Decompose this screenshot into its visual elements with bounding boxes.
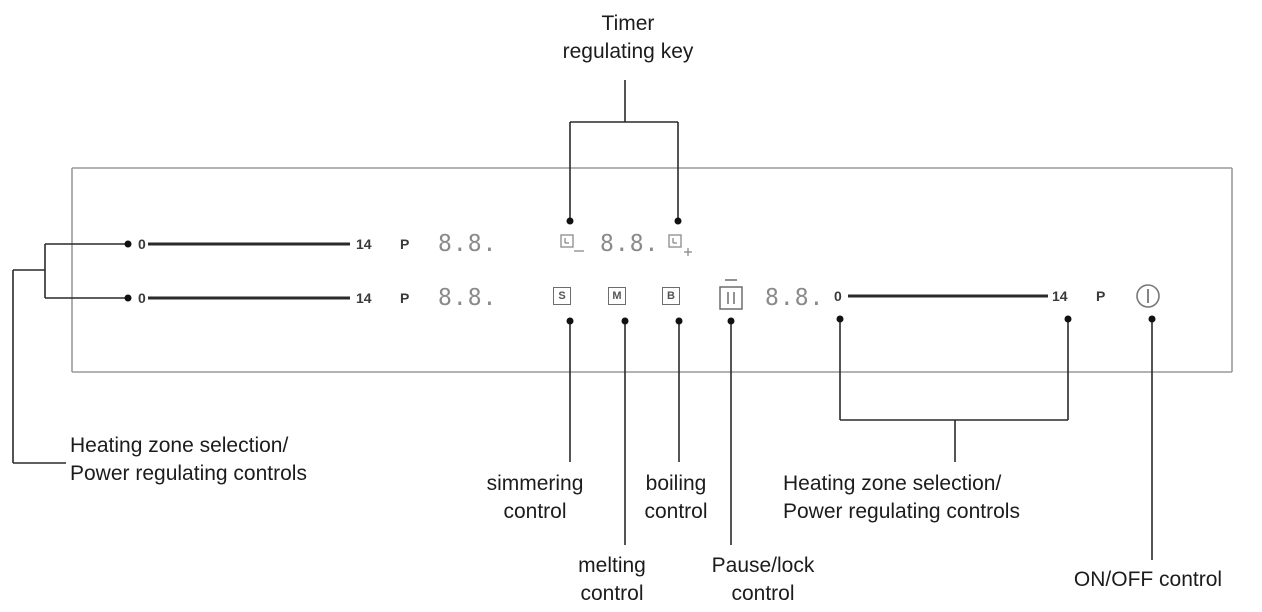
callout-dot (124, 294, 132, 302)
melting-label: melting control (578, 552, 646, 608)
boiling-label-line1: boiling (645, 472, 707, 495)
onoff-label: ON/OFF control (1073, 568, 1223, 591)
right-zone-label-line1: Heating zone selection/ (783, 472, 1002, 495)
slider-3-min: 0 (834, 288, 842, 304)
callout-dot (674, 217, 682, 225)
slider-2-min: 0 (138, 290, 146, 306)
simmer-key[interactable]: S (553, 287, 571, 305)
pause-lock-label-line2: control (731, 582, 795, 605)
zone-2-display: 8.8. (438, 285, 498, 311)
right-zone-label-line2: Power regulating controls (783, 500, 1020, 523)
function-key-callouts (569, 322, 732, 545)
slider-2-power-boost[interactable]: P (400, 290, 410, 306)
boiling-label-line2: control (644, 500, 708, 523)
slider-2-max: 14 (356, 290, 372, 306)
timer-display: 8.8. (600, 231, 660, 257)
melting-label-line1: melting (578, 554, 646, 577)
pause-lock-icon (719, 279, 743, 310)
timer-label-line1: Timer (601, 12, 655, 35)
right-zone-label: Heating zone selection/ Power regulating… (783, 470, 1020, 526)
left-zone-callout (12, 243, 126, 464)
slider-3-power-boost[interactable]: P (1096, 288, 1106, 304)
slider-3-max: 14 (1052, 288, 1068, 304)
control-panel-outline (71, 167, 1233, 373)
callout-dot (727, 317, 735, 325)
slider-tracks (148, 242, 1048, 300)
simmering-label-line2: control (503, 500, 567, 523)
zone-1-display: 8.8. (438, 231, 498, 257)
zone-3-display: 8.8. (765, 285, 825, 311)
left-zone-label-line2: Power regulating controls (70, 462, 307, 485)
pause-lock-label-line1: Pause/lock (711, 554, 815, 577)
callout-dot (621, 317, 629, 325)
callout-dot (124, 240, 132, 248)
boil-key[interactable]: B (662, 287, 680, 305)
pause-lock-label: Pause/lock control (712, 552, 815, 608)
callout-dot (566, 217, 574, 225)
power-icon (1136, 284, 1160, 308)
timer-label-line2: regulating key (562, 40, 694, 63)
simmering-label-line1: simmering (486, 472, 584, 495)
timer-minus-icon (560, 234, 584, 252)
melting-label-line2: control (580, 582, 644, 605)
callout-dot (1148, 315, 1156, 323)
slider-1-power-boost[interactable]: P (400, 236, 410, 252)
callout-dot (675, 317, 683, 325)
callout-dot (836, 315, 844, 323)
right-zone-callout (839, 320, 1069, 462)
timer-callout (569, 80, 679, 220)
boiling-label: boiling control (644, 470, 707, 526)
simmering-label: simmering control (487, 470, 584, 526)
left-zone-label: Heating zone selection/ Power regulating… (70, 432, 307, 488)
timer-label: Timer regulating key (563, 10, 694, 66)
left-zone-label-line1: Heating zone selection/ (70, 434, 289, 457)
slider-1-max: 14 (356, 236, 372, 252)
slider-1-min: 0 (138, 236, 146, 252)
callout-dot (566, 317, 574, 325)
callout-dot (1064, 315, 1072, 323)
timer-plus-icon (668, 234, 692, 256)
melt-key[interactable]: M (608, 287, 626, 305)
